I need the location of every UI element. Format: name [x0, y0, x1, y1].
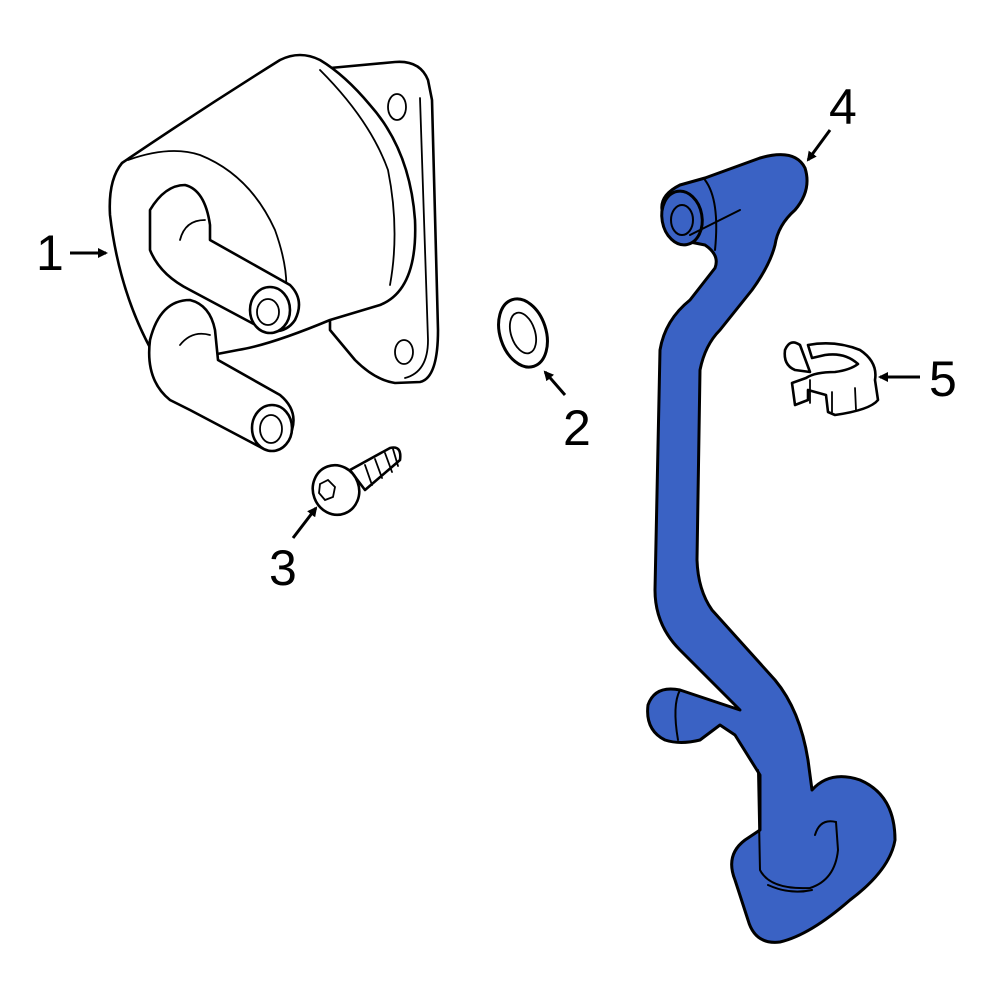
part-5-clip[interactable] [783, 341, 880, 417]
part-2-seal-washer[interactable] [490, 293, 555, 374]
leader-arrows [70, 129, 920, 539]
arrow-2 [543, 370, 567, 396]
callout-2: 2 [563, 400, 591, 456]
callout-4: 4 [829, 79, 857, 135]
part-3-bolt[interactable] [306, 446, 402, 522]
callout-3: 3 [269, 540, 297, 596]
part-4-coolant-pipe[interactable] [646, 153, 897, 944]
arrow-4 [806, 129, 832, 162]
callout-5: 5 [929, 351, 957, 407]
part-1-oil-cooler[interactable] [108, 53, 440, 453]
callout-1: 1 [36, 225, 64, 281]
arrow-3 [291, 506, 318, 539]
